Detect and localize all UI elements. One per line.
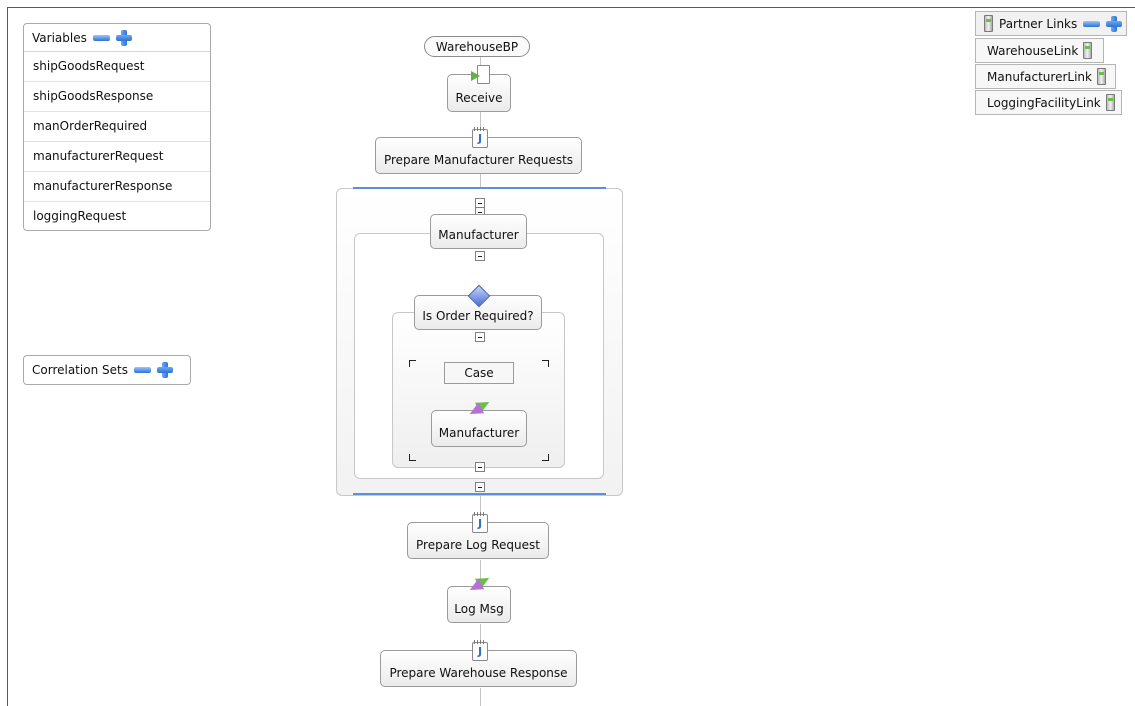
is-order-required-choice[interactable]: Is Order Required? xyxy=(414,284,542,330)
add-correlation-set-plus-icon[interactable] xyxy=(156,362,173,378)
java-snippet-icon: J xyxy=(472,127,488,148)
prepare-warehouse-response-activity[interactable]: J Prepare Warehouse Response xyxy=(380,640,577,687)
variable-item[interactable]: manufacturerResponse xyxy=(24,172,210,202)
java-snippet-icon: J xyxy=(472,640,488,661)
server-icon xyxy=(1105,94,1115,111)
scope-bottom-line xyxy=(353,493,606,495)
variable-item[interactable]: loggingRequest xyxy=(33,209,127,223)
variable-item[interactable]: manOrderRequired xyxy=(24,112,210,142)
case-label[interactable]: Case xyxy=(444,362,514,384)
partner-links-server-icon xyxy=(984,15,993,32)
add-partner-link-plus-icon[interactable] xyxy=(1106,15,1123,32)
server-icon xyxy=(1096,68,1106,85)
case-corner xyxy=(409,454,416,461)
prepare-log-request-activity[interactable]: J Prepare Log Request xyxy=(407,512,549,559)
case-corner xyxy=(542,454,549,461)
correlation-sets-header: Correlation Sets xyxy=(24,356,190,384)
partner-link-item[interactable]: WarehouseLink xyxy=(975,38,1104,63)
case-corner xyxy=(409,360,416,367)
log-msg-label: Log Msg xyxy=(454,602,504,616)
correlation-sets-title: Correlation Sets xyxy=(32,363,128,377)
variables-title: Variables xyxy=(32,30,87,45)
receive-icon xyxy=(471,65,490,84)
connector-line xyxy=(480,112,481,140)
partner-link-item[interactable]: ManufacturerLink xyxy=(975,64,1116,89)
add-variable-plus-icon[interactable] xyxy=(115,29,132,46)
variables-header: Variables xyxy=(24,24,210,52)
connector-line xyxy=(480,688,481,706)
variable-item[interactable]: manufacturerRequest xyxy=(24,142,210,172)
manufacturer-invoke-label: Manufacturer xyxy=(438,426,520,440)
partner-links-title: Partner Links xyxy=(999,16,1078,31)
invoke-arrows-icon xyxy=(469,575,491,593)
server-icon xyxy=(1083,42,1093,59)
log-msg-invoke-activity[interactable]: Log Msg xyxy=(447,586,511,623)
prepare-log-request-label: Prepare Log Request xyxy=(416,538,540,552)
canvas-border-top xyxy=(7,7,1135,8)
prepare-warehouse-response-label: Prepare Warehouse Response xyxy=(389,666,568,680)
variable-item[interactable]: shipGoodsRequest xyxy=(24,52,210,82)
partner-link-item[interactable]: LoggingFacilityLink xyxy=(975,90,1122,115)
java-snippet-icon: J xyxy=(472,512,488,533)
partner-links-header: Partner Links xyxy=(975,11,1127,36)
collapse-correlation-sets-minus-icon[interactable] xyxy=(133,367,151,373)
prepare-manufacturer-requests-activity[interactable]: J Prepare Manufacturer Requests xyxy=(375,127,582,174)
partner-link-label: ManufacturerLink xyxy=(987,69,1092,84)
manufacturer-sequence-label: Manufacturer xyxy=(438,228,519,242)
manufacturer-sequence-header[interactable]: Manufacturer xyxy=(430,214,527,249)
correlation-sets-tray: Correlation Sets xyxy=(23,355,191,385)
prepare-manufacturer-requests-label: Prepare Manufacturer Requests xyxy=(383,153,574,167)
collapse-partner-links-minus-icon[interactable] xyxy=(1083,20,1101,27)
collapse-case-toggle[interactable] xyxy=(475,462,485,472)
canvas-border-left xyxy=(7,7,8,706)
partner-link-label: WarehouseLink xyxy=(987,43,1079,58)
manufacturer-invoke-activity[interactable]: Manufacturer xyxy=(431,410,527,447)
receive-label: Receive xyxy=(455,91,503,105)
variable-item[interactable]: shipGoodsResponse xyxy=(24,82,210,112)
process-name-oval[interactable]: WarehouseBP xyxy=(424,36,530,57)
case-corner xyxy=(542,360,549,367)
collapse-choice-toggle[interactable] xyxy=(475,332,485,342)
connector-line xyxy=(480,624,481,652)
collapse-flow-bottom-toggle[interactable] xyxy=(475,482,485,492)
receive-activity[interactable]: Receive xyxy=(447,65,511,112)
partner-link-label: LoggingFacilityLink xyxy=(987,95,1101,110)
invoke-arrows-icon xyxy=(469,399,491,417)
collapse-manufacturer-toggle[interactable] xyxy=(475,251,485,261)
is-order-required-label: Is Order Required? xyxy=(422,309,534,323)
collapse-variables-minus-icon[interactable] xyxy=(92,34,110,41)
variables-tray: Variables shipGoodsRequest shipGoodsResp… xyxy=(23,23,211,231)
connector-line xyxy=(480,560,481,588)
scope-top-line xyxy=(353,187,606,189)
